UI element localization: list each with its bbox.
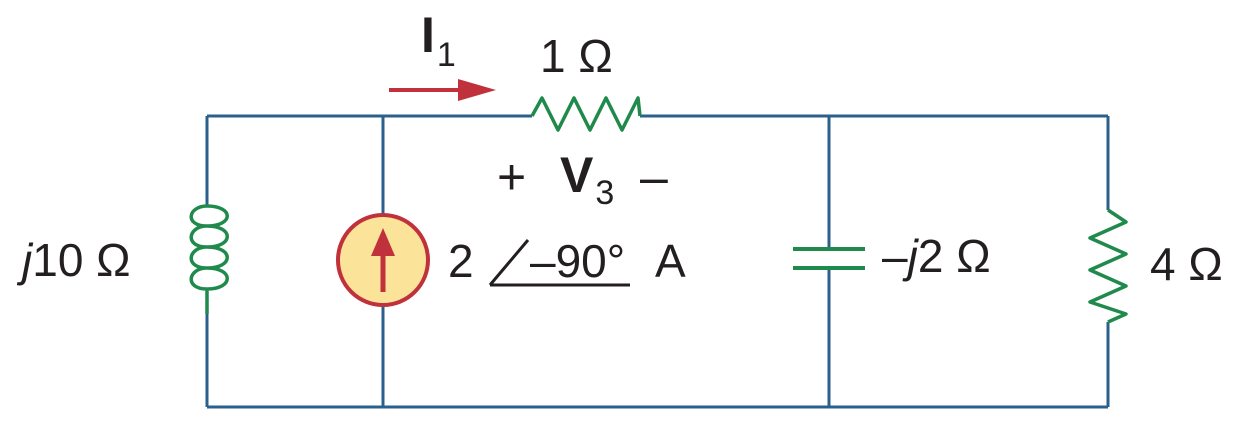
source-arrow-icon: [371, 228, 395, 256]
resistor-1ohm: [530, 96, 642, 132]
wires: [205, 114, 1110, 409]
resistor-4ohm: [1088, 208, 1128, 324]
voltage-plus: +: [497, 149, 526, 205]
current-label: I1: [421, 7, 456, 74]
source-magnitude: 2: [448, 235, 474, 287]
inductor-coil: [189, 204, 229, 314]
source-unit: A: [655, 235, 686, 287]
current-source: [336, 213, 430, 307]
current-arrow-i1: [389, 79, 496, 101]
voltage-label: V3: [560, 147, 614, 212]
capacitor: [793, 247, 865, 270]
capacitor-label: –j2 Ω: [882, 230, 991, 282]
resistor-4ohm-label: 4 Ω: [1150, 238, 1223, 290]
source-angle: –90°: [530, 235, 625, 287]
voltage-minus: –: [640, 149, 668, 205]
angle-symbol-icon: [488, 239, 630, 287]
inductor-label: j10 Ω: [16, 234, 131, 286]
resistor-1ohm-label: 1 Ω: [540, 30, 613, 82]
